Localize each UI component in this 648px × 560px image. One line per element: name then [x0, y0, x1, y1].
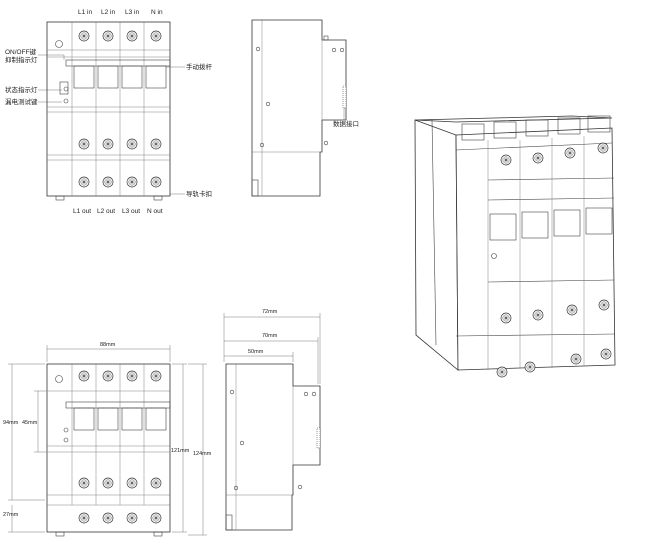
dim-side-50: 50mm — [248, 349, 264, 355]
label-n-out: N out — [147, 208, 163, 215]
dim-height-27: 27mm — [3, 512, 19, 518]
callout-data-port: 数据接口 — [333, 119, 359, 128]
label-l2-out: L2 out — [97, 208, 115, 215]
front-view-top: L1 in L2 in L3 in N in L1 out L2 out L3 … — [5, 9, 213, 215]
label-l1-out: L1 out — [73, 208, 91, 215]
callout-leak-test: 漏电测试键 — [5, 97, 38, 106]
dim-height-45: 45mm — [22, 420, 38, 426]
front-view-dimensions: 88mm 94mm 45mm 27mm 121mm 124mm — [3, 342, 212, 537]
callout-suppress-led: 抑制指示灯 — [5, 55, 38, 64]
dim-side-72: 72mm — [262, 309, 278, 315]
side-view-dimensions: 72mm 70mm 50mm — [223, 309, 321, 531]
label-l2-in: L2 in — [101, 9, 115, 16]
label-l1-in: L1 in — [78, 9, 92, 16]
label-l3-in: L3 in — [125, 9, 139, 16]
side-view-top: 数据接口 — [251, 19, 359, 197]
isometric-view — [414, 115, 616, 378]
callout-status-led: 状态指示灯 — [5, 85, 38, 94]
callout-din-clip: 导轨卡扣 — [186, 189, 212, 198]
dim-height-121: 121mm — [171, 448, 190, 454]
dim-height-124: 124mm — [193, 451, 212, 457]
dim-width-88: 88mm — [100, 342, 116, 348]
dim-side-70: 70mm — [262, 333, 278, 339]
callout-onoff-key: ON/OFF键 — [5, 47, 37, 56]
dim-height-94: 94mm — [3, 420, 19, 426]
label-n-in: N in — [151, 9, 163, 16]
label-l3-out: L3 out — [122, 208, 140, 215]
callout-handle: 手动拨杆 — [186, 62, 213, 71]
